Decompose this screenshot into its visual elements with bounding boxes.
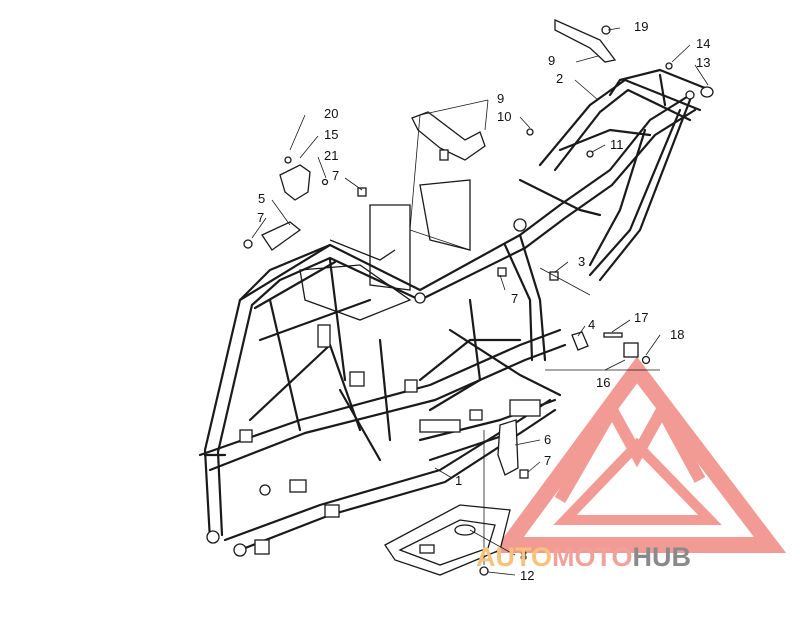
part-bolts xyxy=(357,187,559,479)
callout-20: 20 xyxy=(324,106,338,121)
watermark-text-auto: AUTO xyxy=(476,542,552,572)
part-skid-plate xyxy=(384,504,511,576)
part-clips xyxy=(526,128,594,158)
callout-11: 12 xyxy=(520,568,534,583)
watermark-text-moto: MOTO xyxy=(552,542,633,572)
callout-9-right: 11 xyxy=(610,137,624,152)
callout-8: 9 xyxy=(497,91,504,106)
callout-4: 4 xyxy=(588,317,595,332)
callout-14: 16 xyxy=(596,375,610,390)
callout-3: 3 xyxy=(578,254,585,269)
callout-7-top: 7 xyxy=(332,168,339,183)
callout-10: 8 xyxy=(520,548,527,563)
part-skid-bolt xyxy=(479,566,489,576)
callout-13: 19 xyxy=(634,19,648,34)
part-mount-assembly xyxy=(571,331,651,365)
leader-lines xyxy=(251,27,709,576)
callout-labels: 19 9 2 14 13 9 10 11 20 15 21 7 5 7 3 7 … xyxy=(257,19,710,583)
callout-2: 2 xyxy=(556,71,563,86)
callout-19: 15 xyxy=(324,127,338,142)
watermark-text-hub: HUB xyxy=(633,542,692,572)
callout-9-top: 10 xyxy=(497,109,511,124)
part-upper-bracket xyxy=(411,111,486,161)
watermark-logo xyxy=(492,356,787,553)
callout-21: 21 xyxy=(324,148,338,163)
callout-12: 9 xyxy=(548,53,555,68)
part-clamp xyxy=(279,156,329,201)
callout-17: 13 xyxy=(696,55,710,70)
callout-18: 14 xyxy=(696,36,710,51)
callout-7-bottom: 7 xyxy=(544,453,551,468)
part-side-bracket-left xyxy=(243,221,302,251)
watermark-text: AUTOMOTOHUB xyxy=(476,542,691,572)
callout-5: 5 xyxy=(258,191,265,206)
part-rear-bushings xyxy=(665,62,714,98)
callout-6: 6 xyxy=(544,432,551,447)
callout-1: 1 xyxy=(455,473,462,488)
callout-15: 17 xyxy=(634,310,648,325)
part-rear-top-bracket xyxy=(554,18,617,63)
callout-7-mid: 7 xyxy=(511,291,518,306)
atv-frame xyxy=(198,68,712,557)
part-lower-bracket xyxy=(497,419,519,476)
callout-16: 18 xyxy=(670,327,684,342)
callout-7-left: 7 xyxy=(257,210,264,225)
